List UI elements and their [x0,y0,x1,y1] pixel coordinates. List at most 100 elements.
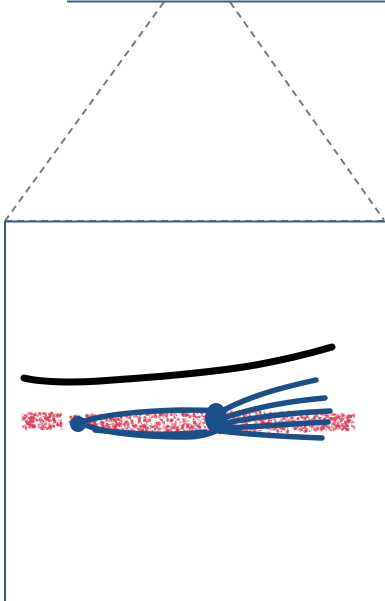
red-speckle-dot [320,428,321,429]
red-speckle-dot [353,427,356,430]
red-speckle-dot [313,429,314,430]
red-speckle-dot [144,416,147,419]
red-speckle-dot [122,423,124,425]
red-speckle-dot [193,415,195,417]
red-speckle-dot [38,419,39,420]
red-speckle-dot [268,431,269,432]
red-speckle-dot [282,417,285,420]
red-speckle-dot [144,423,146,425]
red-speckle-dot [128,425,129,426]
red-speckle-dot [163,423,164,424]
red-speckle-dot [315,414,318,417]
red-speckle-dot [114,421,116,423]
red-speckle-dot [71,416,72,417]
red-speckle-dot [143,420,145,422]
red-speckle-dot [149,421,151,423]
red-speckle-dot [281,428,283,430]
blue-knot-left [70,416,86,432]
red-speckle-dot [201,424,203,426]
red-speckle-dot [348,426,349,427]
red-speckle-dot [112,418,114,420]
red-speckle-dot [184,412,187,415]
red-speckle-dot [34,416,36,418]
red-speckle-dot [146,421,147,422]
red-speckle-dot [34,414,37,417]
red-speckle-dot [246,414,248,416]
red-speckle-dot [134,426,136,428]
red-speckle-dot [303,427,305,429]
red-speckle-dot [300,416,302,418]
red-speckle-dot [110,420,113,423]
red-speckle-dot [32,426,33,427]
red-speckle-dot [59,415,62,418]
red-speckle-dot [191,426,194,429]
red-speckle-dot [287,428,289,430]
red-speckle-dot [177,425,179,427]
red-speckle-dot [188,428,191,431]
red-speckle-dot [128,426,130,428]
red-speckle-dot [141,429,143,431]
zoom-guide-right [230,2,384,220]
red-speckle-dot [60,422,62,424]
red-speckle-dot [123,419,125,421]
red-speckle-dot [24,414,26,416]
red-speckle-dot [162,425,163,426]
red-speckle-dot [175,422,176,423]
red-speckle-dot [186,425,189,428]
red-speckle-dot [297,418,299,420]
red-speckle-dot [342,423,344,425]
red-speckle-dot [202,421,205,424]
red-speckle-dot [347,419,350,422]
red-speckle-dot [118,417,119,418]
red-speckle-dot [196,416,198,418]
red-speckle-dot [151,416,153,418]
red-speckle-dot [24,426,25,427]
red-speckle-dot [41,423,43,425]
red-speckle-dot [40,422,41,423]
red-speckle-dot [198,419,201,422]
red-speckle-dot [167,423,168,424]
red-speckle-dot [180,422,182,424]
red-speckle-dot [59,420,61,422]
red-speckle-dot [162,415,165,418]
red-speckle-dot [300,426,303,429]
red-speckle-dot [332,419,335,422]
red-speckle-dot [306,416,308,418]
red-speckle-dot [149,428,151,430]
red-speckle-dot [133,428,134,429]
red-speckle-dot [164,422,165,423]
red-speckle-dot [179,423,181,425]
red-speckle-dot [353,417,355,419]
red-speckle-dot [180,425,181,426]
red-speckle-dot [120,421,123,424]
red-speckle-dot [306,418,307,419]
red-speckle-dot [176,415,178,417]
red-speckle-dot [341,429,343,431]
red-speckle-dot [260,430,261,431]
red-speckle-dot [279,421,281,423]
red-speckle-dot [149,425,151,427]
red-speckle-dot [201,419,202,420]
red-speckle-dot [105,420,108,423]
red-speckle-dot [308,418,310,420]
red-speckle-dot [33,420,35,422]
red-speckle-dot [198,423,200,425]
red-speckle-dot [58,420,59,421]
red-speckle-dot [292,417,294,419]
red-speckle-dot [52,418,55,421]
red-speckle-dot [104,425,106,427]
red-speckle-dot [49,416,50,417]
red-speckle-dot [305,428,307,430]
red-speckle-dot [286,430,289,433]
red-speckle-dot [175,425,176,426]
red-speckle-dot [143,425,145,427]
red-speckle-dot [315,429,317,431]
red-speckle-dot [338,427,340,429]
red-speckle-dot [153,427,154,428]
red-speckle-dot [38,427,40,429]
red-speckle-dot [204,426,206,428]
red-speckle-dot [115,425,116,426]
red-speckle-dot [29,412,32,415]
red-speckle-dot [322,427,325,430]
